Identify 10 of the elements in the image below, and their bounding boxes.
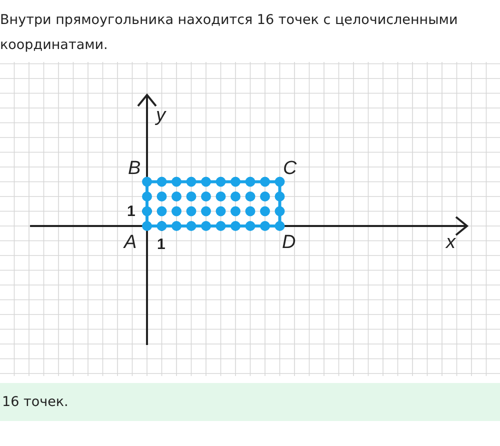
- point-label: D: [282, 233, 296, 253]
- tick-label: 1: [157, 237, 166, 253]
- point-label: A: [124, 233, 137, 253]
- point-label: C: [283, 159, 297, 179]
- axis-label: x: [446, 233, 456, 253]
- tick-label: 1: [127, 204, 136, 220]
- answer-text: 16 точек.: [0, 383, 500, 421]
- question-text: Внутри прямоугольника находится 16 точек с целочисленными координатами.: [0, 11, 459, 55]
- point-label: B: [128, 159, 141, 179]
- axis-label: y: [156, 106, 166, 126]
